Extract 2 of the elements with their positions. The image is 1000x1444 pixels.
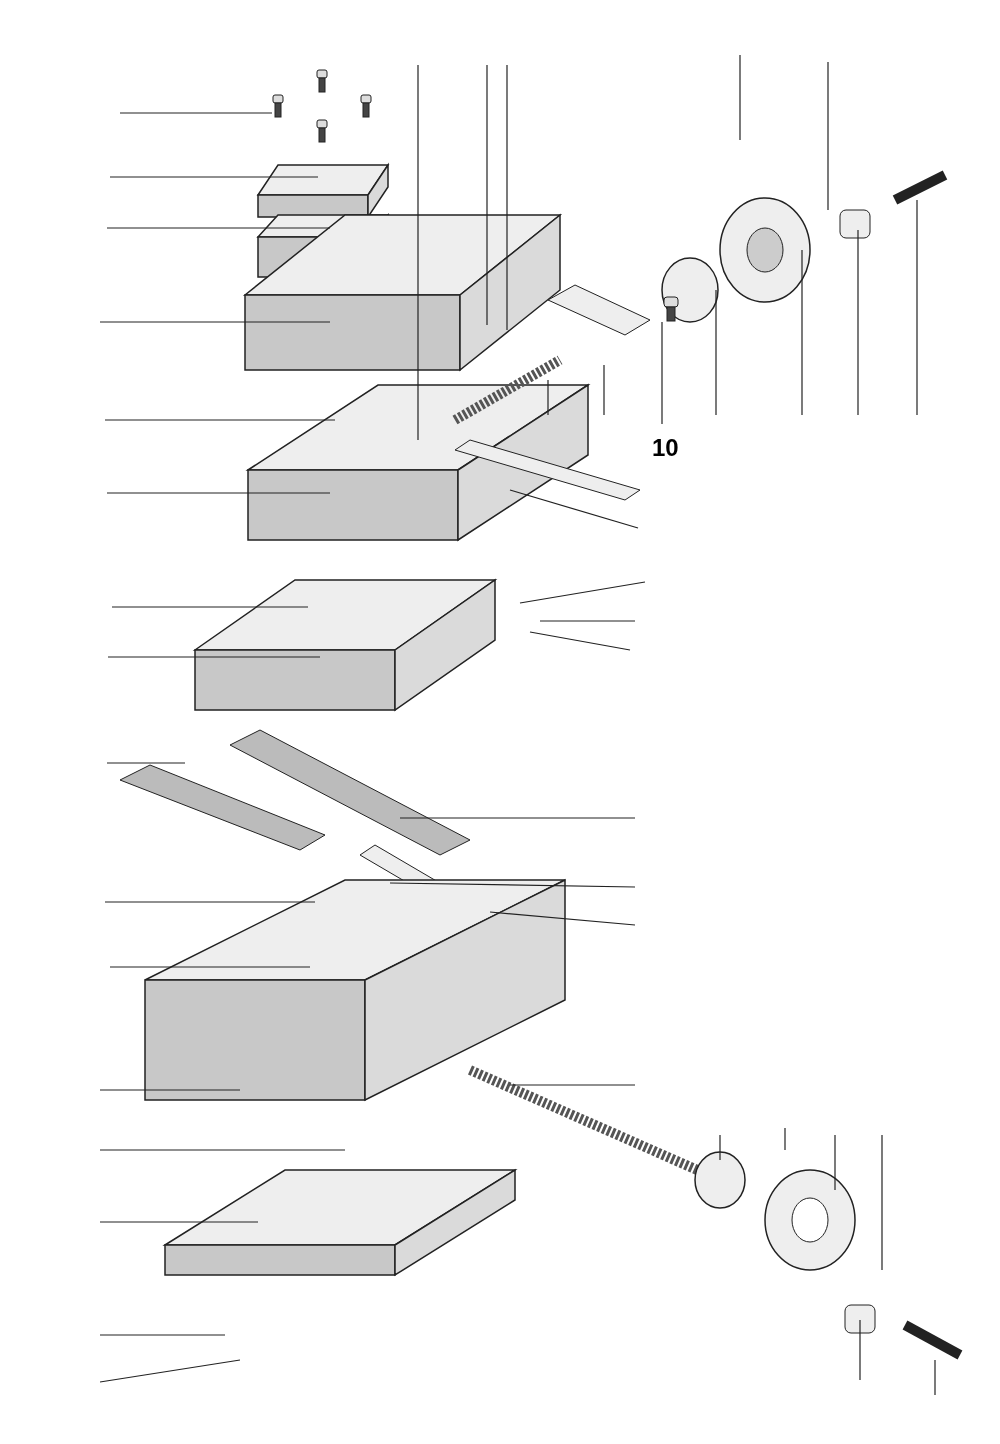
callout-number: 10: [652, 434, 679, 461]
leader-line: [661, 321, 663, 425]
